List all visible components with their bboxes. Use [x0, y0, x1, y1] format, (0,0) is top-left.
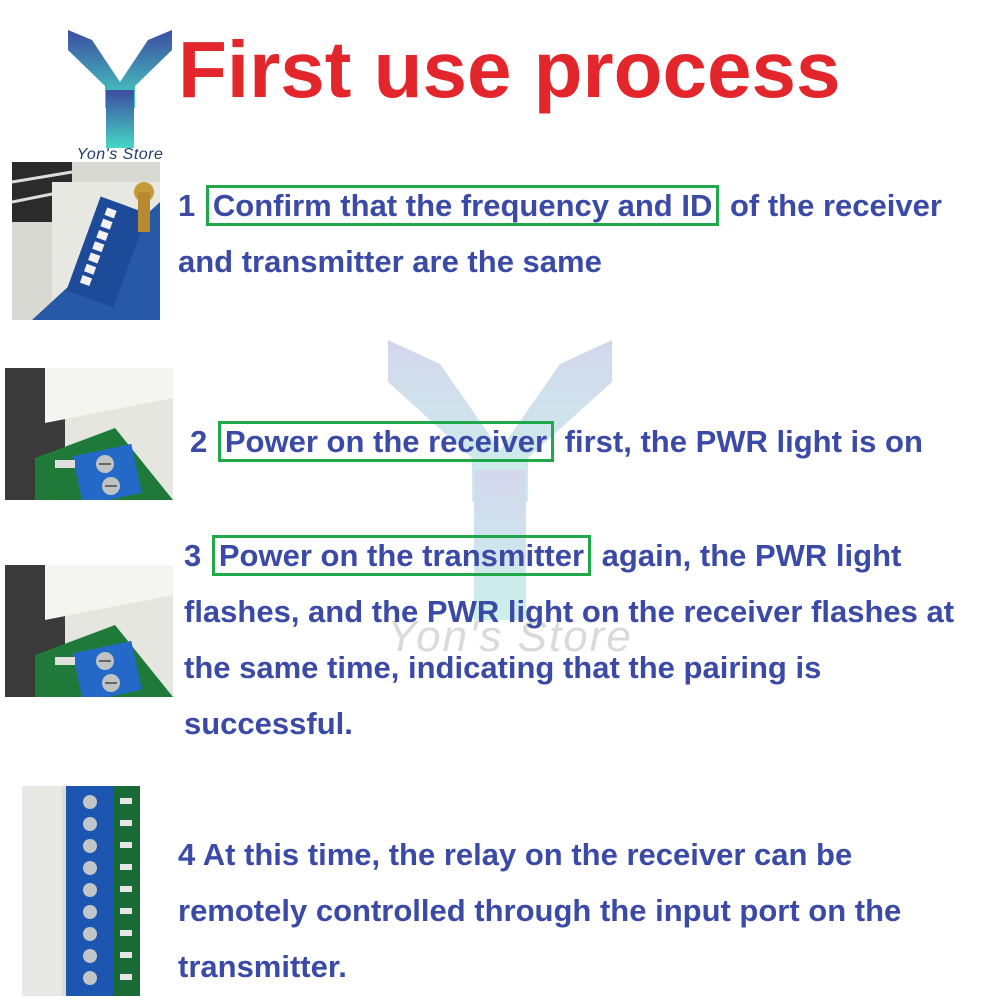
y-watermark-icon — [388, 340, 612, 620]
step-2-photo — [5, 368, 173, 500]
step-4-photo — [22, 786, 140, 996]
step-3-photo — [5, 565, 173, 697]
step-3-line1-rest: again, the PWR light — [593, 538, 902, 573]
brand-name: Yon's Store — [76, 146, 164, 163]
step-3-text: 3 Power on the transmitter again, the PW… — [184, 528, 996, 752]
page-title: First use process — [178, 25, 841, 114]
step-2-text: 2 Power on the receiver first, the PWR l… — [190, 414, 990, 470]
y-logo-icon — [68, 30, 172, 148]
pwr-terminal-photo-icon — [5, 368, 173, 500]
dip-switch-photo-icon — [12, 162, 160, 320]
step-2-highlight: Power on the receiver — [217, 421, 555, 462]
step-1-line1-rest: of the receiver — [721, 188, 942, 223]
step-3-rest: flashes, and the PWR light on the receiv… — [184, 594, 955, 741]
store-logo — [60, 20, 180, 170]
watermark-logo — [380, 330, 620, 620]
step-2-number: 2 — [190, 424, 208, 459]
step-3-number: 3 — [184, 538, 202, 573]
step-1-number: 1 — [178, 188, 196, 223]
step-1-photo — [12, 162, 160, 320]
step-1-highlight: Confirm that the frequency and ID — [205, 185, 720, 226]
step-1-rest: and transmitter are the same — [178, 244, 602, 279]
step-4-text: 4 At this time, the relay on the receive… — [178, 837, 902, 984]
step-2-line1-rest: first, the PWR light is on — [556, 424, 923, 459]
terminal-block-photo-icon — [22, 786, 140, 996]
step-3-highlight: Power on the transmitter — [211, 535, 592, 576]
pwr-terminal-photo-icon — [5, 565, 173, 697]
step-1-text: 1 Confirm that the frequency and ID of t… — [178, 178, 998, 290]
watermark-text: Yon's Store — [387, 612, 633, 661]
